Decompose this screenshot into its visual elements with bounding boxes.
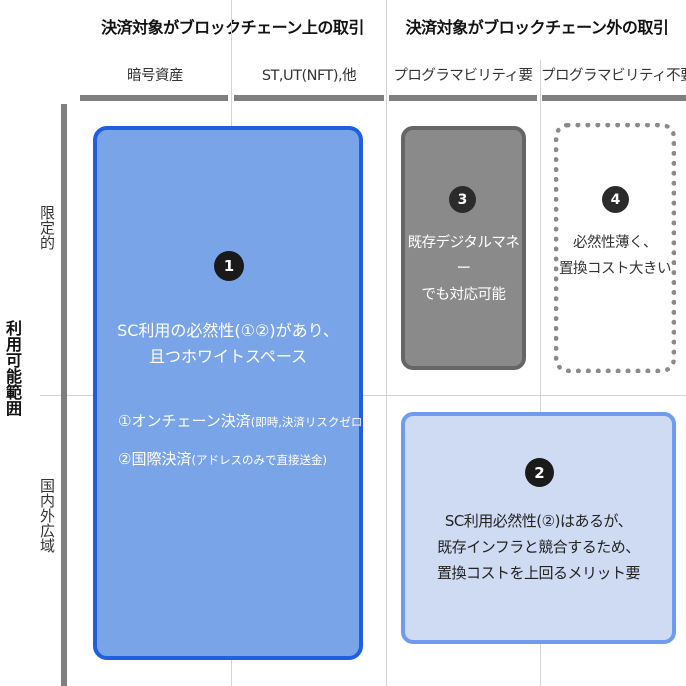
cell-2-line1: SC利用必然性(②)はあるが、 bbox=[444, 512, 633, 530]
cell-2-box bbox=[401, 412, 676, 644]
cell-4-line1: 必然性薄く、 bbox=[573, 235, 658, 251]
header-bar-crypto bbox=[80, 95, 228, 101]
side-label-wide: 国内外広域 bbox=[38, 478, 56, 553]
grid-line-v2 bbox=[386, 0, 387, 686]
side-label-main: 利用可能範囲 bbox=[3, 320, 22, 416]
cell-1-line2: 且つホワイトスペース bbox=[148, 347, 308, 366]
cell-2-description: SC利用必然性(②)はあるが、 既存インフラと競合するため、 置換コストを上回る… bbox=[401, 508, 676, 586]
subheader-st-ut: ST,UT(NFT),他 bbox=[261, 68, 357, 84]
cell-3-number-badge: 3 bbox=[449, 186, 476, 213]
cell-1-item2: ②国際決済(アドレスのみで直接送金) bbox=[118, 448, 358, 469]
cell-4-number-badge: 4 bbox=[602, 186, 629, 213]
grid-line-v3 bbox=[540, 60, 541, 686]
header-bar-st-ut bbox=[234, 95, 384, 101]
subheader-prog-required: プログラマビリティ要 bbox=[393, 68, 533, 84]
grid-line-h bbox=[40, 395, 686, 396]
header-bar-prog-not-required bbox=[542, 95, 686, 101]
side-label-limited: 限定的 bbox=[38, 205, 56, 250]
cell-2-line2: 既存インフラと競合するため、 bbox=[437, 538, 640, 556]
cell-1-item1-main: ①オンチェーン決済 bbox=[118, 412, 251, 430]
header-bar-prog-required bbox=[389, 95, 537, 101]
cell-4-line2: 置換コスト大きい bbox=[559, 261, 672, 277]
subheader-crypto: 暗号資産 bbox=[127, 68, 184, 84]
cell-1-item2-main: ②国際決済 bbox=[118, 450, 192, 468]
cell-1-item1-note: (即時,決済リスクゼロ) bbox=[250, 415, 367, 429]
cell-1-box bbox=[93, 126, 363, 660]
header-offchain: 決済対象がブロックチェーン外の取引 bbox=[405, 18, 669, 37]
cell-4-description: 必然性薄く、 置換コスト大きい bbox=[554, 230, 676, 282]
cell-2-line3: 置換コストを上回るメリット要 bbox=[436, 564, 641, 582]
cell-2-number-badge: 2 bbox=[525, 458, 554, 487]
cell-4-box bbox=[554, 123, 676, 373]
cell-1-description: SC利用の必然性(①②)があり、 且つホワイトスペース bbox=[93, 318, 363, 370]
cell-1-line1: SC利用の必然性(①②)があり、 bbox=[117, 321, 339, 340]
cell-1-number-badge: 1 bbox=[214, 251, 244, 281]
subheader-prog-not-required: プログラマビリティ不要 bbox=[541, 68, 686, 84]
cell-3-line2: でも対応可能 bbox=[421, 287, 507, 303]
side-bar bbox=[61, 104, 67, 686]
cell-3-description: 既存デジタルマネー でも対応可能 bbox=[401, 230, 526, 308]
cell-1-item2-note: (アドレスのみで直接送金) bbox=[191, 453, 327, 467]
cell-1-item1: ①オンチェーン決済(即時,決済リスクゼロ) bbox=[118, 410, 367, 431]
cell-3-box bbox=[401, 126, 526, 370]
cell-3-line1: 既存デジタルマネー bbox=[407, 235, 520, 277]
header-onchain: 決済対象がブロックチェーン上の取引 bbox=[101, 18, 364, 37]
